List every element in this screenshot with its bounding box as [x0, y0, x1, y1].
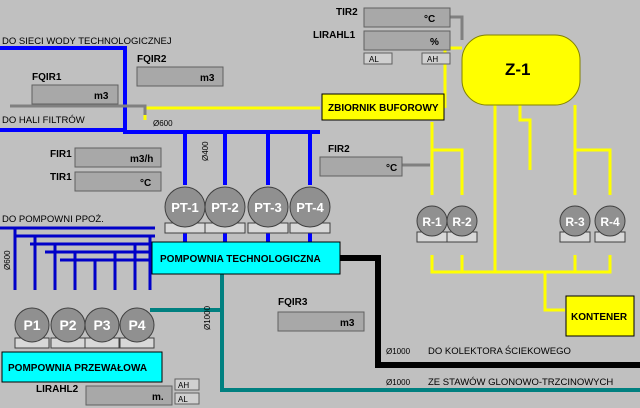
- d600-left-label: Ø600: [3, 250, 12, 270]
- reactor-1-label: R-1: [422, 215, 442, 229]
- transfer-pump-3[interactable]: P3: [84, 307, 120, 349]
- water-network-label: DO SIECI WODY TECHNOLOGICZNEJ: [2, 36, 172, 47]
- fir1-tag: FIR1: [50, 149, 72, 160]
- transfer-pump-2-label: P2: [59, 317, 76, 333]
- transfer-pump-1-label: P1: [23, 317, 40, 333]
- instrument-lines: [10, 15, 464, 167]
- fir2-tag: FIR2: [328, 144, 350, 155]
- d1000-vert-label: Ø1000: [203, 305, 212, 330]
- buffer-tank-label: ZBIORNIK BUFOROWY: [328, 103, 439, 114]
- fqir2-unit: m3: [200, 73, 215, 84]
- tech-station-box[interactable]: [151, 241, 341, 275]
- tir1-display[interactable]: [74, 171, 162, 192]
- fir1-display[interactable]: [74, 147, 162, 168]
- fir1-unit: m3/h: [130, 154, 153, 165]
- transfer-station-label: POMPOWNIA PRZEWAŁOWA: [8, 363, 147, 374]
- ponds-label: ZE STAWÓW GLONOWO-TRZCINOWYCH: [428, 377, 613, 388]
- lirahl2-tag: LIRAHL2: [36, 384, 79, 395]
- lirahl2-display[interactable]: [85, 385, 173, 406]
- fir2-unit: °C: [386, 163, 397, 174]
- fqir3-unit: m3: [340, 318, 355, 329]
- tech-pump-3-label: PT-3: [254, 200, 281, 215]
- transfer-station-box[interactable]: [1, 351, 163, 383]
- tech-pump-2[interactable]: PT-2: [204, 186, 246, 234]
- tank-z1[interactable]: Z-1: [461, 34, 581, 106]
- lirahl1-unit: %: [430, 37, 439, 48]
- fqir1-unit: m3: [94, 91, 109, 102]
- buffer-tank-box[interactable]: [321, 93, 445, 121]
- fqir1-tag: FQIR1: [32, 72, 62, 83]
- lirahl2-ah-box: [174, 378, 200, 391]
- fqir3-display[interactable]: [277, 311, 365, 332]
- lirahl2-ah: AH: [178, 381, 189, 390]
- transfer-pipes: [0, 226, 155, 290]
- reactor-4-label: R-4: [600, 215, 620, 229]
- tech-pump-1-label: PT-1: [171, 200, 198, 215]
- transfer-pump-3-label: P3: [93, 317, 110, 333]
- transfer-pumps-group: P1 P2 P3 P4: [14, 307, 155, 349]
- tir1-tag: TIR1: [50, 172, 72, 183]
- transfer-pump-4-label: P4: [128, 317, 145, 333]
- sewage-label: DO KOLEKTORA ŚCIEKOWEGO: [428, 345, 571, 357]
- d400-label: Ø400: [201, 141, 210, 161]
- reactor-1[interactable]: R-1: [416, 205, 448, 243]
- d1000-sewage-label: Ø1000: [386, 347, 411, 356]
- fqir2-display[interactable]: [136, 66, 224, 87]
- fqir3-tag: FQIR3: [278, 297, 308, 308]
- reactor-3-label: R-3: [565, 215, 585, 229]
- reactor-2[interactable]: R-2: [446, 205, 478, 243]
- fqir2-tag: FQIR2: [137, 54, 167, 65]
- lirahl1-al: AL: [369, 55, 379, 64]
- d600-top-label: Ø600: [153, 119, 173, 128]
- tir1-unit: °C: [140, 178, 151, 189]
- lirahl2-unit: m.: [152, 392, 164, 403]
- reactor-2-label: R-2: [452, 215, 472, 229]
- d1000-ponds-label: Ø1000: [386, 378, 411, 387]
- reactor-3[interactable]: R-3: [559, 205, 591, 243]
- tech-pumps-group: PT-1 PT-2 PT-3 PT-4: [164, 186, 331, 234]
- reactors-group: R-1 R-2 R-3 R-4: [416, 205, 626, 243]
- container-label: KONTENER: [571, 312, 628, 323]
- tech-pump-3[interactable]: PT-3: [247, 186, 289, 234]
- transfer-pump-4[interactable]: P4: [119, 307, 155, 349]
- reactor-4[interactable]: R-4: [594, 205, 626, 243]
- lirahl1-display[interactable]: [363, 30, 451, 51]
- tech-pump-1[interactable]: PT-1: [164, 186, 206, 234]
- lirahl1-ah: AH: [427, 55, 438, 64]
- tech-pump-2-label: PT-2: [211, 200, 238, 215]
- lirahl1-tag: LIRAHL1: [313, 30, 356, 41]
- tank-z1-label: Z-1: [505, 60, 531, 79]
- fir2-display[interactable]: [319, 156, 403, 177]
- tir2-display[interactable]: [363, 7, 451, 28]
- fqir1-display[interactable]: [31, 84, 119, 105]
- pre-pump-label: DO POMPOWNI PPOŻ.: [2, 214, 104, 225]
- transfer-pump-2[interactable]: P2: [50, 307, 86, 349]
- lirahl2-al: AL: [178, 395, 188, 404]
- tech-station-label: POMPOWNIA TECHNOLOGICZNA: [160, 254, 321, 265]
- lirahl1-ah-box: [421, 52, 451, 65]
- tir2-tag: TIR2: [336, 7, 358, 18]
- teal-pipes: [150, 262, 640, 392]
- tir2-unit: °C: [424, 14, 435, 25]
- container-box[interactable]: [565, 295, 635, 337]
- lirahl1-al-box: [363, 52, 393, 65]
- sewage-pipe: [340, 255, 640, 368]
- transfer-pump-1[interactable]: P1: [14, 307, 50, 349]
- tech-pump-4[interactable]: PT-4: [289, 186, 331, 234]
- lirahl2-al-box: [174, 392, 200, 405]
- tech-pump-4-label: PT-4: [296, 200, 324, 215]
- filter-hall-label: DO HALI FILTRÓW: [2, 115, 85, 126]
